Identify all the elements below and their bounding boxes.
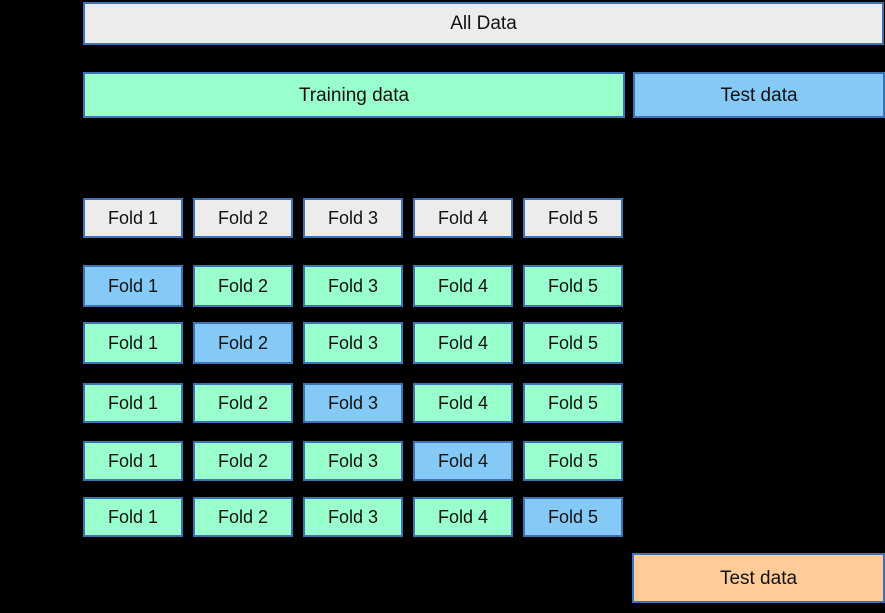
split-4-fold-3-train: Fold 3 bbox=[303, 441, 403, 481]
fold-cell-label: Fold 2 bbox=[217, 393, 269, 413]
fold-cell-label: Fold 3 bbox=[327, 507, 379, 527]
training-data-label: Training data bbox=[298, 84, 410, 106]
split-4-fold-2-train: Fold 2 bbox=[193, 441, 293, 481]
fold-cell-label: Fold 3 bbox=[327, 451, 379, 471]
split-1-fold-2-train: Fold 2 bbox=[193, 265, 293, 307]
fold-cell-label: Fold 1 bbox=[107, 451, 159, 471]
split-2-fold-2-test: Fold 2 bbox=[193, 322, 293, 364]
split-4-fold-1-train: Fold 1 bbox=[83, 441, 183, 481]
fold-cell-label: Fold 5 bbox=[547, 451, 599, 471]
split-3-fold-5-train: Fold 5 bbox=[523, 383, 623, 423]
fold-header-cell-1: Fold 1 bbox=[83, 198, 183, 238]
fold-cell-label: Fold 1 bbox=[107, 333, 159, 353]
fold-cell-label: Fold 2 bbox=[217, 333, 269, 353]
fold-cell-label: Fold 4 bbox=[437, 507, 489, 527]
fold-cell-label: Fold 2 bbox=[217, 208, 269, 228]
all-data-bar: All Data bbox=[83, 2, 884, 45]
fold-cell-label: Fold 4 bbox=[437, 393, 489, 413]
split-1-fold-5-train: Fold 5 bbox=[523, 265, 623, 307]
fold-cell-label: Fold 4 bbox=[437, 451, 489, 471]
fold-header-cell-2: Fold 2 bbox=[193, 198, 293, 238]
fold-cell-label: Fold 4 bbox=[437, 208, 489, 228]
final-test-data-label: Test data bbox=[719, 567, 798, 589]
split-5-fold-4-train: Fold 4 bbox=[413, 497, 513, 537]
final-test-data-bar: Test data bbox=[632, 553, 885, 603]
fold-cell-label: Fold 1 bbox=[107, 507, 159, 527]
fold-cell-label: Fold 2 bbox=[217, 276, 269, 296]
fold-cell-label: Fold 3 bbox=[327, 208, 379, 228]
split-3-fold-1-train: Fold 1 bbox=[83, 383, 183, 423]
split-4-fold-5-train: Fold 5 bbox=[523, 441, 623, 481]
fold-header-cell-4: Fold 4 bbox=[413, 198, 513, 238]
split-4-fold-4-test: Fold 4 bbox=[413, 441, 513, 481]
split-1-fold-1-test: Fold 1 bbox=[83, 265, 183, 307]
split-5-fold-5-test: Fold 5 bbox=[523, 497, 623, 537]
fold-cell-label: Fold 4 bbox=[437, 276, 489, 296]
split-2-fold-5-train: Fold 5 bbox=[523, 322, 623, 364]
fold-cell-label: Fold 1 bbox=[107, 208, 159, 228]
fold-cell-label: Fold 3 bbox=[327, 276, 379, 296]
split-5-fold-1-train: Fold 1 bbox=[83, 497, 183, 537]
fold-cell-label: Fold 3 bbox=[327, 333, 379, 353]
fold-cell-label: Fold 5 bbox=[547, 393, 599, 413]
fold-cell-label: Fold 5 bbox=[547, 333, 599, 353]
fold-cell-label: Fold 5 bbox=[547, 208, 599, 228]
split-2-fold-3-train: Fold 3 bbox=[303, 322, 403, 364]
split-1-fold-4-train: Fold 4 bbox=[413, 265, 513, 307]
test-data-bar: Test data bbox=[633, 72, 885, 118]
fold-cell-label: Fold 5 bbox=[547, 276, 599, 296]
training-data-bar: Training data bbox=[83, 72, 625, 118]
split-2-fold-4-train: Fold 4 bbox=[413, 322, 513, 364]
split-3-fold-4-train: Fold 4 bbox=[413, 383, 513, 423]
split-1-fold-3-train: Fold 3 bbox=[303, 265, 403, 307]
test-data-label: Test data bbox=[720, 84, 798, 106]
fold-cell-label: Fold 1 bbox=[107, 393, 159, 413]
split-3-fold-3-test: Fold 3 bbox=[303, 383, 403, 423]
fold-cell-label: Fold 3 bbox=[327, 393, 379, 413]
all-data-label: All Data bbox=[450, 13, 517, 34]
fold-cell-label: Fold 1 bbox=[107, 276, 159, 296]
fold-header-cell-3: Fold 3 bbox=[303, 198, 403, 238]
split-2-fold-1-train: Fold 1 bbox=[83, 322, 183, 364]
fold-cell-label: Fold 5 bbox=[547, 507, 599, 527]
fold-cell-label: Fold 4 bbox=[437, 333, 489, 353]
split-5-fold-2-train: Fold 2 bbox=[193, 497, 293, 537]
split-5-fold-3-train: Fold 3 bbox=[303, 497, 403, 537]
fold-cell-label: Fold 2 bbox=[217, 507, 269, 527]
fold-header-cell-5: Fold 5 bbox=[523, 198, 623, 238]
fold-cell-label: Fold 2 bbox=[217, 451, 269, 471]
split-3-fold-2-train: Fold 2 bbox=[193, 383, 293, 423]
